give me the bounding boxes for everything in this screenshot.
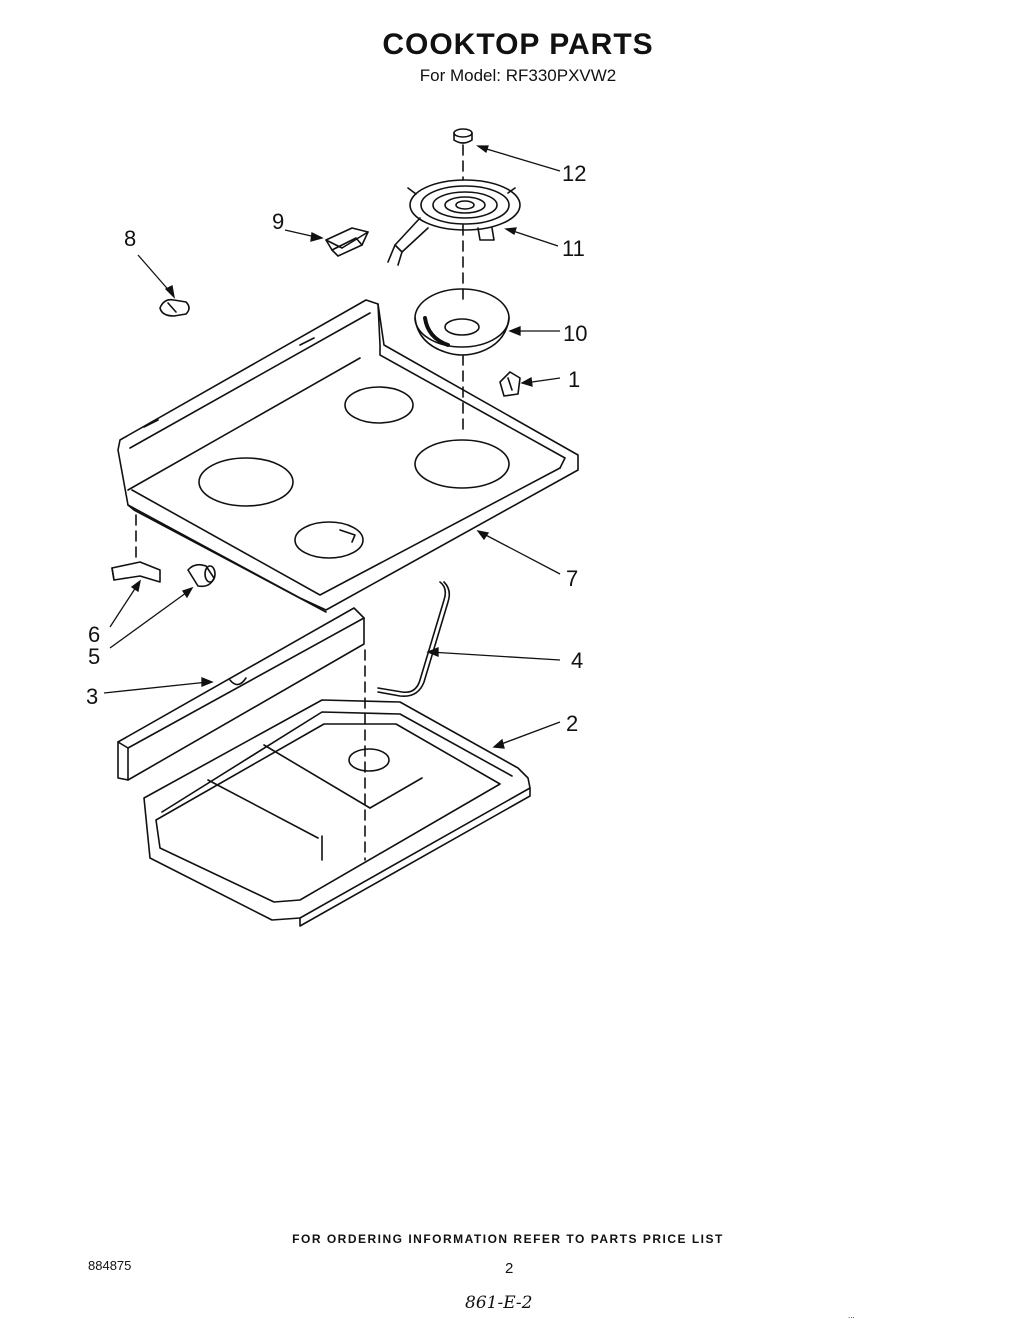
callout-5: 5	[88, 644, 100, 669]
page-number: 2	[505, 1260, 514, 1277]
part-11-surface-element	[387, 179, 521, 266]
part-8-clip	[159, 298, 190, 317]
part-1-clip	[499, 371, 521, 397]
ordering-info-note: FOR ORDERING INFORMATION REFER TO PARTS …	[292, 1232, 724, 1246]
handwritten-mark: 861-E-2	[465, 1293, 533, 1313]
leader-lines	[103, 145, 561, 749]
part-12-center-cap	[453, 128, 473, 144]
callout-12: 12	[562, 161, 586, 186]
scan-speck: ...	[848, 1311, 855, 1320]
model-subtitle: For Model: RF330PXVW2	[419, 66, 617, 85]
document-number: 884875	[88, 1258, 132, 1273]
callout-9: 9	[272, 209, 284, 234]
callout-11: 11	[562, 236, 585, 261]
callout-3: 3	[86, 684, 98, 709]
part-10-drip-bowl	[414, 288, 510, 356]
part-7-main-cooktop	[117, 299, 579, 613]
callout-10: 10	[563, 321, 587, 346]
part-4-support-rod	[377, 581, 451, 698]
part-2-tray	[143, 699, 531, 927]
part-6-bracket	[111, 561, 161, 583]
callout-7: 7	[566, 566, 578, 591]
callout-1: 1	[568, 367, 580, 392]
callout-4: 4	[571, 648, 583, 673]
assembly-axis-line	[135, 144, 464, 861]
part-9-receptacle-bracket	[325, 227, 369, 257]
callout-2: 2	[566, 711, 578, 736]
callout-numbers: 1 2 3 4 5 6 7 8 9 10 11 12	[86, 161, 587, 736]
part-3-front-strip	[117, 607, 365, 781]
callout-8: 8	[124, 226, 136, 251]
part-5-bushing	[187, 563, 216, 588]
page-title: COOKTOP PARTS	[382, 28, 654, 61]
callout-6: 6	[88, 622, 100, 647]
